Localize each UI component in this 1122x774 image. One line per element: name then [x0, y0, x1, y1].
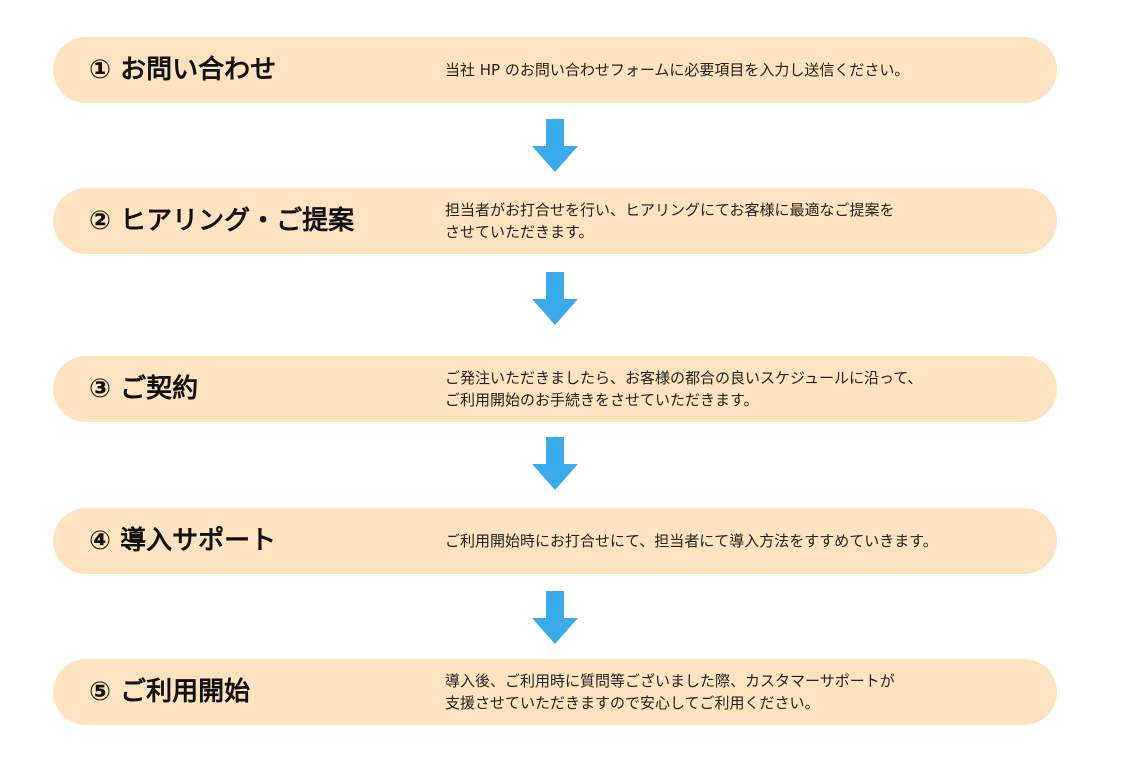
step-4-onboarding-support: ④ 導入サポート ご利用開始時にお打合せにて、担当者にて導入方法をすすめていきま… [53, 508, 1057, 574]
down-arrow-icon [532, 272, 578, 326]
step-3-description: ご発注いただきましたら、お客様の都合の良いスケジュールに沿って、 ご利用開始のお… [445, 356, 922, 422]
step-5-title: ⑤ ご利用開始 [89, 677, 251, 707]
step-5-description: 導入後、ご利用時に質問等ございました際、カスタマーサポートが 支援させていただき… [445, 659, 895, 725]
process-flow: ① お問い合わせ 当社 HP のお問い合わせフォームに必要項目を入力し送信くださ… [53, 37, 1057, 737]
step-3-contract: ③ ご契約 ご発注いただきましたら、お客様の都合の良いスケジュールに沿って、 ご… [53, 356, 1057, 422]
step-1-desc-line-1: 当社 HP のお問い合わせフォームに必要項目を入力し送信ください。 [445, 61, 910, 79]
step-2-description: 担当者がお打合せを行い、ヒアリングにてお客様に最適なご提案を させていただきます… [445, 188, 895, 254]
step-2-hearing-proposal: ② ヒアリング・ご提案 担当者がお打合せを行い、ヒアリングにてお客様に最適なご提… [53, 188, 1057, 254]
step-2-title: ② ヒアリング・ご提案 [89, 206, 355, 236]
step-4-desc-line-1: ご利用開始時にお打合せにて、担当者にて導入方法をすすめていきます。 [445, 532, 938, 550]
step-3-desc-line-1: ご発注いただきましたら、お客様の都合の良いスケジュールに沿って、 [445, 369, 923, 387]
step-5-desc-line-2: 支援させていただきますので安心してご利用ください。 [445, 694, 820, 712]
step-5-desc-line-1: 導入後、ご利用時に質問等ございました際、カスタマーサポートが [445, 672, 895, 690]
step-4-description: ご利用開始時にお打合せにて、担当者にて導入方法をすすめていきます。 [445, 508, 938, 574]
step-2-desc-line-2: させていただきます。 [445, 223, 594, 241]
step-2-desc-line-1: 担当者がお打合せを行い、ヒアリングにてお客様に最適なご提案を [445, 201, 895, 219]
step-1-title: ① お問い合わせ [89, 55, 277, 85]
down-arrow-icon [532, 437, 578, 491]
down-arrow-icon [532, 119, 578, 173]
step-5-start-of-use: ⑤ ご利用開始 導入後、ご利用時に質問等ございました際、カスタマーサポートが 支… [53, 659, 1057, 725]
step-1-inquiry: ① お問い合わせ 当社 HP のお問い合わせフォームに必要項目を入力し送信くださ… [53, 37, 1057, 103]
down-arrow-icon [532, 591, 578, 645]
step-1-description: 当社 HP のお問い合わせフォームに必要項目を入力し送信ください。 [445, 37, 909, 103]
step-3-desc-line-2: ご利用開始のお手続きをさせていただきます。 [445, 391, 759, 409]
step-4-title: ④ 導入サポート [89, 526, 277, 556]
step-3-title: ③ ご契約 [89, 374, 199, 404]
